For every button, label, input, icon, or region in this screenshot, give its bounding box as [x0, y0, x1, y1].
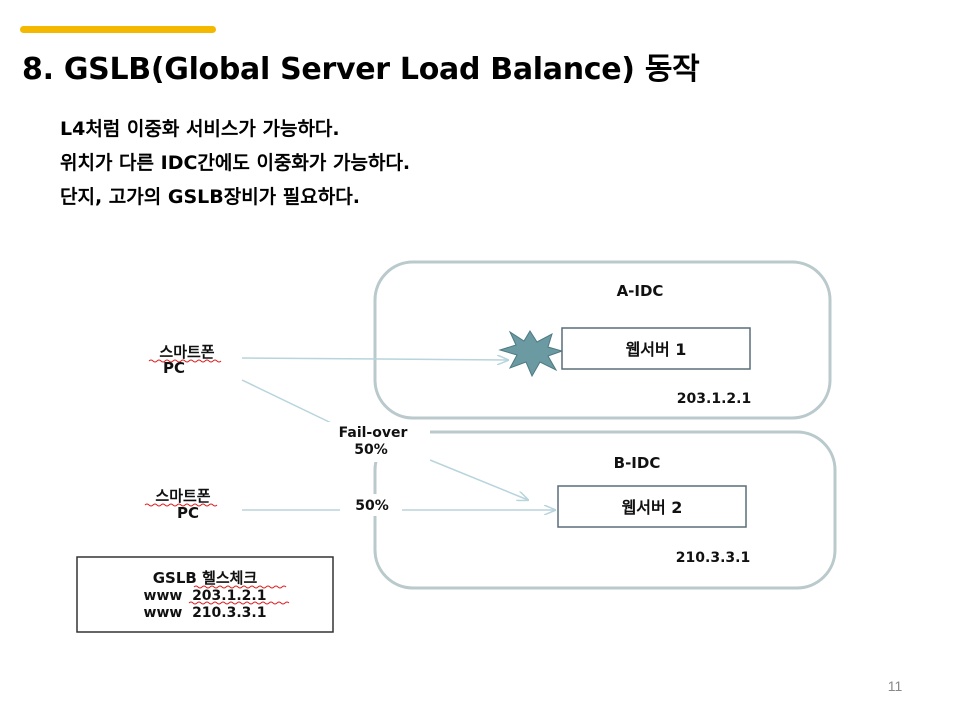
bullet-item: L4처럼 이중화 서비스가 가능하다. — [60, 118, 340, 140]
bullet-item: 위치가 다른 IDC간에도 이중화가 가능하다. — [60, 152, 411, 174]
client1-pc-label: PC — [163, 359, 185, 377]
idc-a-ip: 203.1.2.1 — [677, 391, 751, 407]
idc-a-label: A-IDC — [617, 282, 664, 300]
spellcheck-underline — [148, 359, 222, 363]
arrow-client1-to-server1 — [241, 358, 508, 360]
spellcheck-underline — [193, 585, 287, 589]
healthcheck-box — [76, 556, 334, 633]
healthcheck-entry: www 210.3.3.1 — [144, 605, 267, 621]
arrow-failover-to-server2 — [429, 459, 528, 500]
failure-burst-icon — [498, 330, 564, 378]
bullet-item: 단지, 고가의 GSLB장비가 필요하다. — [60, 186, 360, 208]
web-server-2-box — [557, 485, 747, 528]
healthcheck-entry: www 203.1.2.1 — [144, 588, 267, 604]
idc-b-ip: 210.3.3.1 — [676, 550, 750, 566]
failover-label-bg — [318, 422, 430, 462]
split-percent: 50% — [355, 498, 389, 514]
page-number: 11 — [887, 678, 903, 694]
split-label-bg — [340, 494, 402, 516]
healthcheck-title: GSLB 헬스체크 — [153, 569, 258, 587]
slide-title: 8. GSLB(Global Server Load Balance) 동작 — [22, 52, 700, 87]
web-server-2-label: 웹서버 2 — [622, 498, 683, 517]
client2-pc-label: PC — [177, 504, 199, 522]
web-server-1-label: 웹서버 1 — [626, 340, 687, 359]
title-accent-bar — [20, 26, 216, 33]
web-server-1-box — [561, 327, 751, 370]
bullet-list: L4처럼 이중화 서비스가 가능하다. 위치가 다른 IDC간에도 이중화가 가… — [60, 112, 410, 214]
client2-device-label: 스마트폰 — [155, 487, 210, 505]
idc-a-container — [373, 260, 832, 420]
failover-label: Fail-over — [339, 425, 408, 441]
client1-device-label: 스마트폰 — [159, 343, 214, 361]
idc-b-label: B-IDC — [614, 454, 661, 472]
spellcheck-underline — [188, 601, 290, 605]
failover-percent: 50% — [354, 442, 388, 458]
spellcheck-underline — [144, 503, 218, 507]
